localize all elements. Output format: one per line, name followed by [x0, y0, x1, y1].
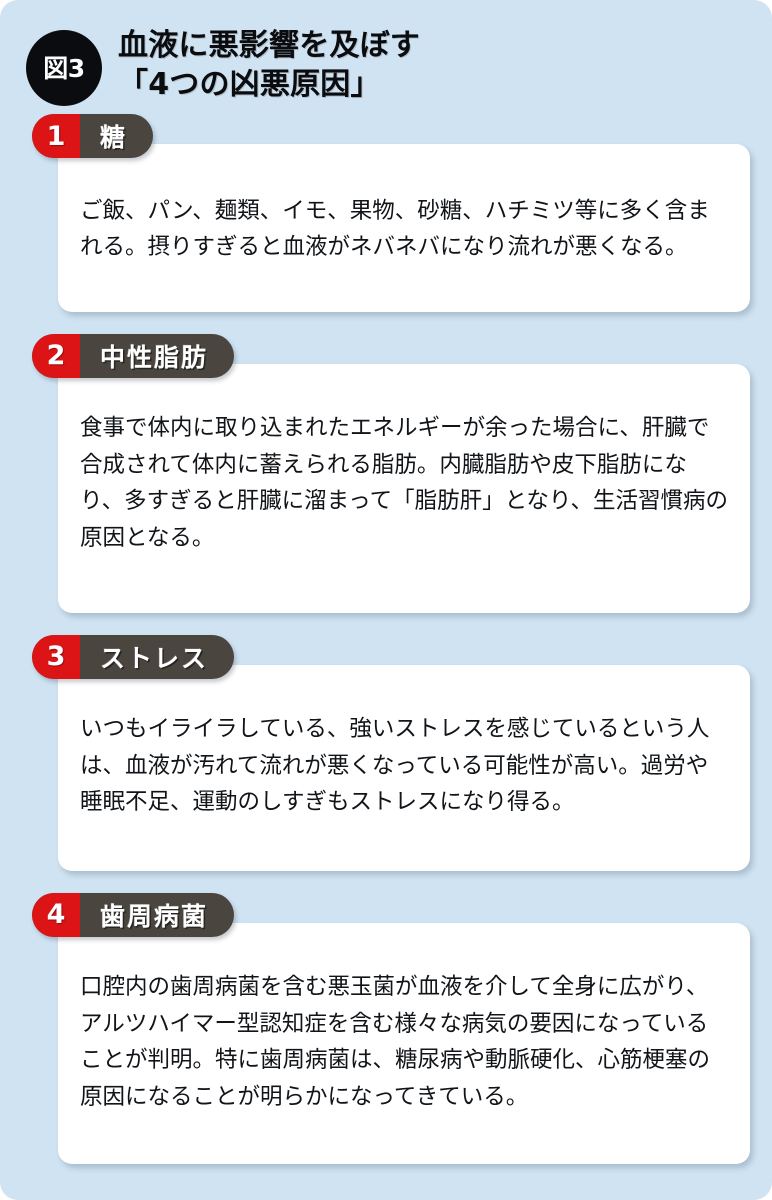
page-header: 図3 血液に悪影響を及ぼす 「4つの凶悪原因」 [0, 0, 772, 106]
figure-number-label: 図3 [43, 53, 85, 83]
cause-header-3: 3 ストレス [32, 634, 235, 679]
cause-card-1: ご飯、パン、麺類、イモ、果物、砂糖、ハチミツ等に多く含まれる。摂りすぎると血液が… [58, 144, 750, 312]
cause-number-3: 3 [32, 634, 80, 679]
cause-label-3: ストレス [100, 643, 209, 673]
cause-header-1: 1 糖 [32, 114, 154, 158]
cause-card-4: 口腔内の歯周病菌を含む悪玉菌が血液を介して全身に広がり、アルツハイマー型認知症を… [58, 922, 750, 1164]
cause-body-3: いつもイライラしている、強いストレスを感じているという人は、血液が汚れて流れが悪… [80, 716, 710, 815]
cause-header-2: 2 中性脂肪 [32, 333, 235, 378]
page-title: 血液に悪影響を及ぼす 「4つの凶悪原因」 [118, 26, 420, 104]
cause-card-2: 食事で体内に取り込まれたエネルギーが余った場合に、肝臓で合成されて体内に蓄えられ… [58, 363, 750, 613]
cause-header-4: 4 歯周病菌 [32, 892, 235, 937]
cause-number-4: 4 [32, 892, 80, 937]
cause-item-1: 1 糖 ご飯、パン、麺類、イモ、果物、砂糖、ハチミツ等に多く含まれる。摂りすぎる… [20, 114, 752, 312]
cause-item-2: 2 中性脂肪 食事で体内に取り込まれたエネルギーが余った場合に、肝臓で合成されて… [20, 333, 752, 613]
cause-item-3: 3 ストレス いつもイライラしている、強いストレスを感じているという人は、血液が… [20, 634, 752, 871]
cause-label-2: 中性脂肪 [100, 342, 209, 372]
page-title-line-1: 血液に悪影響を及ぼす [118, 28, 420, 63]
cause-label-4: 歯周病菌 [100, 901, 209, 931]
cause-list: 1 糖 ご飯、パン、麺類、イモ、果物、砂糖、ハチミツ等に多く含まれる。摂りすぎる… [0, 106, 772, 1184]
cause-number-2: 2 [32, 333, 80, 378]
page-title-line-2: 「4つの凶悪原因」 [118, 67, 381, 102]
cause-card-3: いつもイライラしている、強いストレスを感じているという人は、血液が汚れて流れが悪… [58, 664, 750, 871]
cause-number-1: 1 [32, 114, 80, 158]
cause-item-4: 4 歯周病菌 口腔内の歯周病菌を含む悪玉菌が血液を介して全身に広がり、アルツハイ… [20, 892, 752, 1164]
cause-body-1: ご飯、パン、麺類、イモ、果物、砂糖、ハチミツ等に多く含まれる。摂りすぎると血液が… [80, 197, 710, 260]
cause-label-1: 糖 [100, 123, 128, 152]
figure-number-badge: 図3 [26, 30, 102, 106]
cause-body-2: 食事で体内に取り込まれたエネルギーが余った場合に、肝臓で合成されて体内に蓄えられ… [80, 415, 729, 551]
cause-body-4: 口腔内の歯周病菌を含む悪玉菌が血液を介して全身に広がり、アルツハイマー型認知症を… [80, 974, 711, 1110]
